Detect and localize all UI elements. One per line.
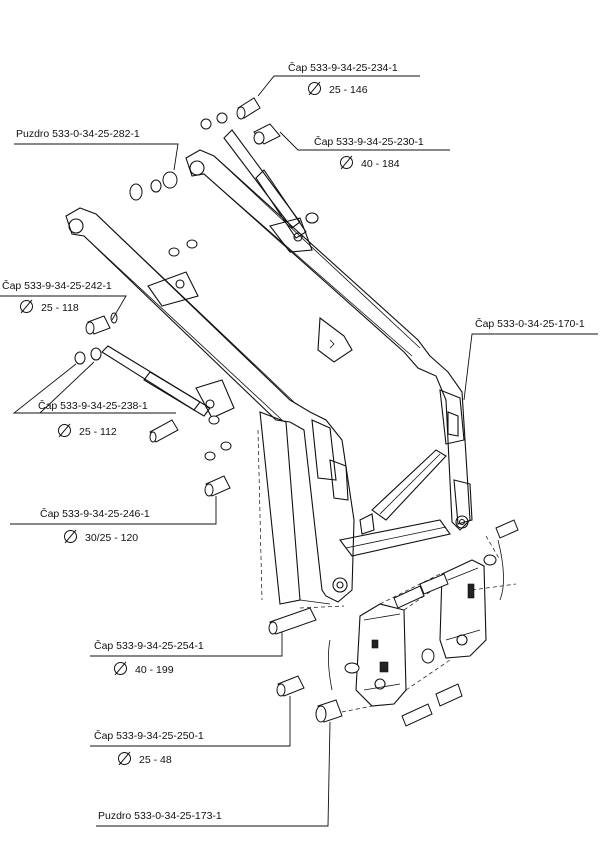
diameter-icon	[118, 752, 131, 765]
cross-frame	[259, 411, 451, 605]
quick-coupler-assembly	[355, 559, 487, 707]
diameter-icon	[20, 300, 33, 313]
pins-and-bushings	[74, 97, 519, 727]
callout-label-pin-238: Čap 533-9-34-25-238-1	[38, 400, 148, 412]
diameter-icon	[114, 662, 127, 675]
callout-dim-pin-242: 25 - 118	[20, 300, 79, 314]
callout-label-pin-250: Čap 533-9-34-25-250-1	[94, 730, 204, 742]
callout-dim-pin-234: 25 - 146	[308, 82, 368, 96]
rear-boom-arm	[185, 149, 473, 531]
callout-label-pin-242: Čap 533-9-34-25-242-1	[2, 280, 112, 292]
leader-lines	[0, 75, 598, 827]
callout-label-pin-254: Čap 533-9-34-25-254-1	[94, 640, 204, 652]
lower-hydraulic-cylinder	[101, 271, 235, 419]
callout-dim-pin-250: 25 - 48	[118, 752, 172, 766]
callout-label-pin-230: Čap 533-9-34-25-230-1	[314, 136, 424, 148]
callout-label-bushing-282: Puzdro 533-0-34-25-282-1	[16, 128, 140, 140]
callout-dim-pin-230: 40 - 184	[340, 156, 400, 170]
callout-label-pin-246: Čap 533-9-34-25-246-1	[40, 508, 150, 520]
diameter-icon	[58, 424, 71, 437]
callout-label-pin-170: Čap 533-0-34-25-170-1	[475, 318, 585, 330]
front-boom-arm	[65, 207, 355, 605]
diameter-icon	[308, 82, 321, 95]
diameter-icon	[340, 156, 353, 169]
upper-hydraulic-cylinder	[223, 129, 319, 253]
callout-dim-pin-246: 30/25 - 120	[64, 530, 138, 544]
callout-label-bushing-173: Puzdro 533-0-34-25-173-1	[98, 810, 222, 822]
diameter-icon	[64, 530, 77, 543]
callout-dim-pin-238: 25 - 112	[58, 424, 117, 438]
callout-dim-pin-254: 40 - 199	[114, 662, 174, 676]
callout-label-pin-234: Čap 533-9-34-25-234-1	[288, 62, 398, 74]
